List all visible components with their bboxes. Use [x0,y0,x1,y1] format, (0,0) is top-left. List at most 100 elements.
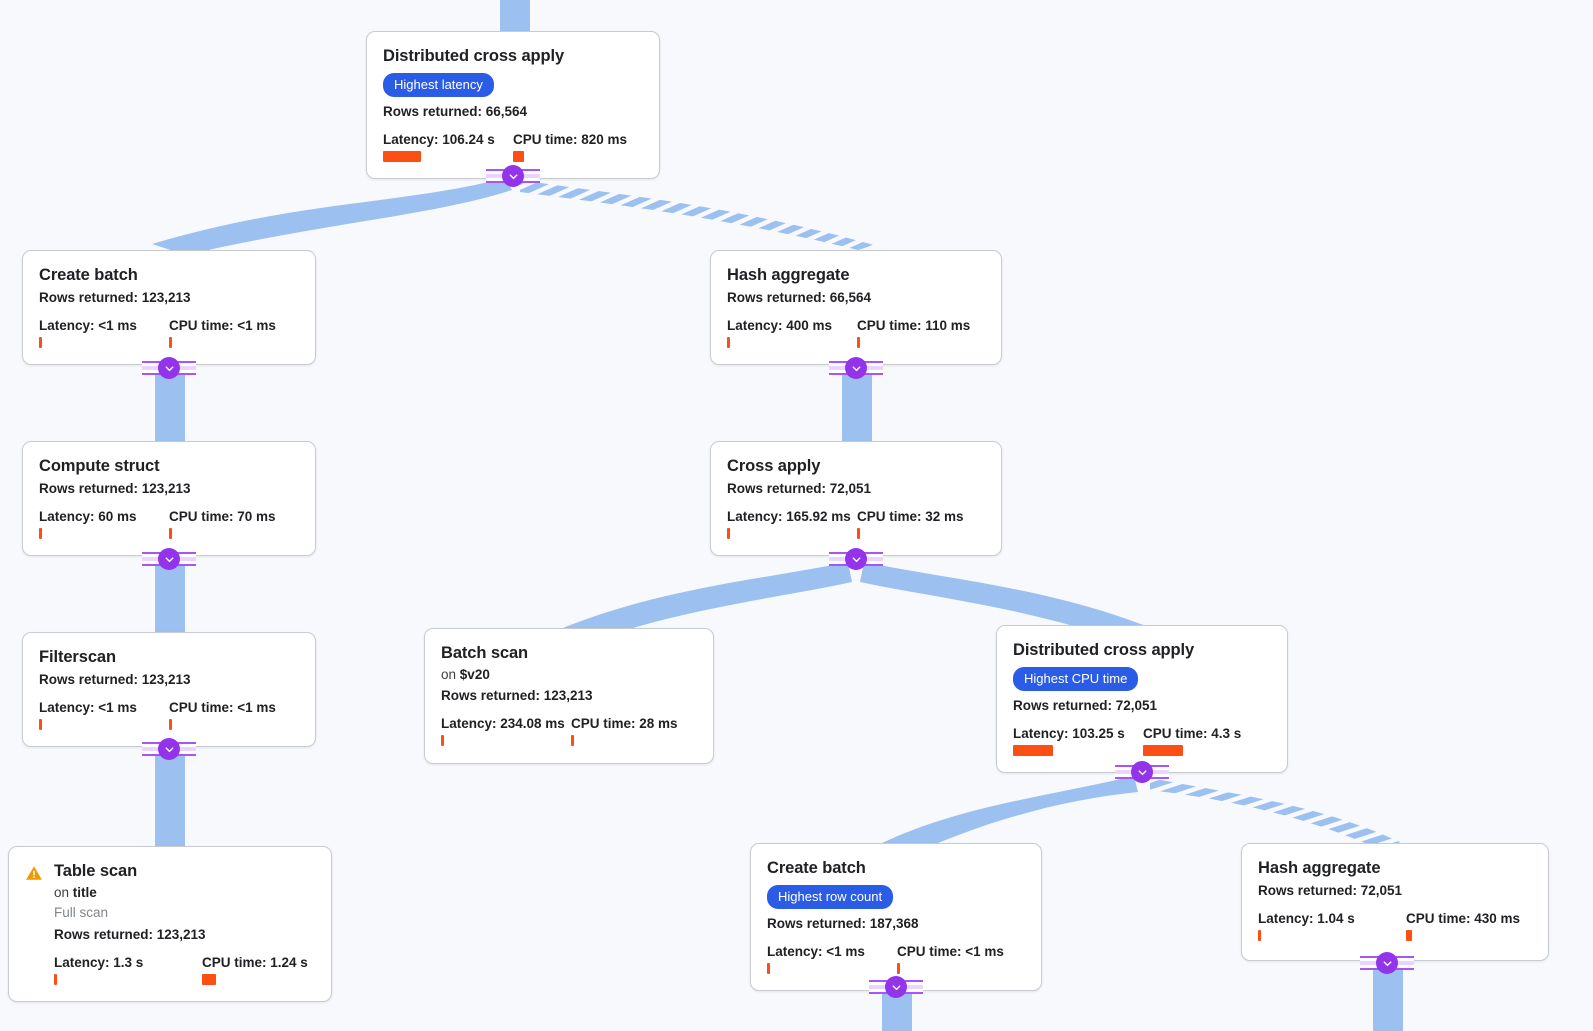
cpu-label: CPU time: 28 ms [571,716,678,732]
cpu-bar [857,527,860,539]
node-rows-returned: Rows returned: 72,051 [1258,882,1403,898]
node-title: Hash aggregate [1258,859,1381,877]
node-rows-returned: Rows returned: 72,051 [727,480,872,496]
latency-bar [39,718,42,730]
chevron-down-icon[interactable] [158,357,180,379]
collapse-toggle-toggle-root[interactable] [486,165,540,187]
latency-label: Latency: 234.08 ms [441,716,565,732]
node-title: Batch scan [441,644,529,662]
latency-bar [1258,929,1261,941]
node-target: on title [54,884,315,903]
collapse-toggle-toggle-hash-agg-lower[interactable] [1360,952,1414,974]
collapse-toggle-toggle-cross-apply[interactable] [829,548,883,570]
latency-bar [383,150,421,162]
warning-triangle-icon [25,864,43,882]
latency-label: Latency: 400 ms [727,317,833,333]
chevron-down-icon[interactable] [885,976,907,998]
latency-metric: Latency: 103.25 s [1013,726,1143,756]
on-prefix: on [54,884,70,900]
chevron-down-icon[interactable] [502,165,524,187]
cpu-label: CPU time: <1 ms [897,943,1004,959]
node-badge: Highest CPU time [1013,666,1139,691]
cpu-bar [897,962,900,974]
node-rows-returned: Rows returned: 66,564 [383,103,528,119]
latency-metric: Latency: 1.04 s [1258,911,1406,941]
node-rows-returned: Rows returned: 123,213 [39,289,191,305]
latency-metric: Latency: <1 ms [39,700,169,730]
cpu-metric: CPU time: 1.24 s [202,955,308,985]
latency-metric: Latency: <1 ms [767,944,897,974]
cpu-bar [169,527,172,539]
node-rows-returned: Rows returned: 123,213 [39,671,191,687]
cpu-metric: CPU time: 820 ms [513,132,627,162]
cpu-bar [1406,929,1412,941]
node-title: Filterscan [39,648,116,666]
chevron-down-icon[interactable] [158,548,180,570]
cpu-label: CPU time: 1.24 s [202,954,308,970]
cpu-metric: CPU time: <1 ms [897,944,1004,974]
latency-metric: Latency: <1 ms [39,318,169,348]
cpu-metric: CPU time: 430 ms [1406,911,1520,941]
cpu-metric: CPU time: <1 ms [169,700,276,730]
node-scan-type: Full scan [54,905,109,921]
cpu-label: CPU time: 32 ms [857,508,964,524]
latency-label: Latency: <1 ms [39,317,137,333]
chevron-down-icon[interactable] [845,548,867,570]
chevron-down-icon[interactable] [845,357,867,379]
latency-metric: Latency: 400 ms [727,318,857,348]
cpu-bar [202,973,216,985]
latency-metric: Latency: 106.24 s [383,132,513,162]
chevron-down-icon[interactable] [1131,761,1153,783]
collapse-toggle-toggle-hash-aggregate[interactable] [829,357,883,379]
cpu-bar [169,336,172,348]
cpu-label: CPU time: 4.3 s [1143,725,1242,741]
cpu-label: CPU time: <1 ms [169,699,276,715]
latency-label: Latency: 165.92 ms [727,508,851,524]
cpu-label: CPU time: <1 ms [169,317,276,333]
node-badge: Highest row count [767,884,894,909]
node-title: Create batch [39,266,138,284]
collapse-toggle-toggle-dca-lower[interactable] [1115,761,1169,783]
collapse-toggle-toggle-create-batch[interactable] [142,357,196,379]
cpu-label: CPU time: 430 ms [1406,910,1521,926]
chevron-down-icon[interactable] [158,738,180,760]
collapse-toggle-toggle-compute-struct[interactable] [142,548,196,570]
cpu-metric: CPU time: 28 ms [571,716,678,747]
cpu-metric: CPU time: 70 ms [169,509,276,539]
node-title: Distributed cross apply [1013,641,1195,659]
latency-metric: Latency: 234.08 ms [441,716,571,747]
latency-bar [727,336,730,348]
latency-bar [441,735,444,747]
collapse-toggle-toggle-filterscan[interactable] [142,738,196,760]
collapse-toggle-toggle-create-batch-low[interactable] [869,976,923,998]
latency-bar [767,962,770,974]
node-target: on $v20 [441,666,697,685]
cpu-bar [513,150,524,162]
cpu-label: CPU time: 820 ms [513,131,628,147]
node-metrics: Latency: 165.92 ms CPU time: 32 ms [727,509,985,539]
latency-label: Latency: <1 ms [767,943,865,959]
cpu-metric: CPU time: 110 ms [857,318,970,348]
latency-bar [1013,744,1053,756]
latency-metric: Latency: 165.92 ms [727,509,857,539]
node-rows-returned: Rows returned: 123,213 [54,926,206,942]
chevron-down-icon[interactable] [1376,952,1398,974]
node-metrics: Latency: <1 ms CPU time: <1 ms [767,944,1025,974]
node-badge: Highest latency [383,72,494,97]
latency-label: Latency: 1.3 s [54,954,144,970]
latency-metric: Latency: 60 ms [39,509,169,539]
